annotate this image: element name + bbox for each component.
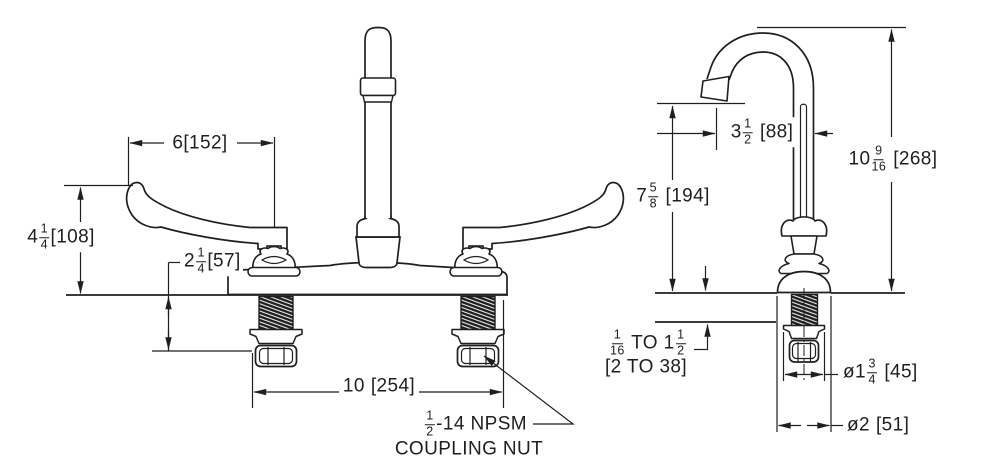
- outlet-inner-tube: [799, 103, 808, 218]
- spout-riser-tube: [364, 26, 392, 218]
- spout-collar: [359, 77, 397, 97]
- side-view-drawing: [655, 32, 905, 382]
- shank-right: [451, 295, 505, 368]
- aerator: [700, 75, 730, 102]
- shank-side: [782, 293, 826, 363]
- base-dome: [776, 270, 832, 294]
- handle-right: [449, 181, 625, 277]
- dim-handle-length-label: 6[152]: [170, 132, 230, 154]
- coupling-nut-name-label: COUPLING NUT: [392, 438, 546, 460]
- valve-side: [776, 216, 832, 382]
- shank-left: [249, 295, 303, 368]
- side-view-dimensions: [657, 26, 906, 432]
- coupling-nut-leader: [483, 355, 575, 425]
- front-view-dimensions: [64, 137, 575, 425]
- front-view-drawing: [66, 26, 625, 368]
- dim-base-diameter-label: ø2[51]: [845, 414, 912, 436]
- dim-deck-thickness-metric-label: [2 TO 38]: [602, 356, 690, 378]
- dim-center-width-label: 10[254]: [340, 375, 418, 397]
- spout-front: [355, 26, 401, 269]
- gooseneck-spout: [700, 32, 815, 220]
